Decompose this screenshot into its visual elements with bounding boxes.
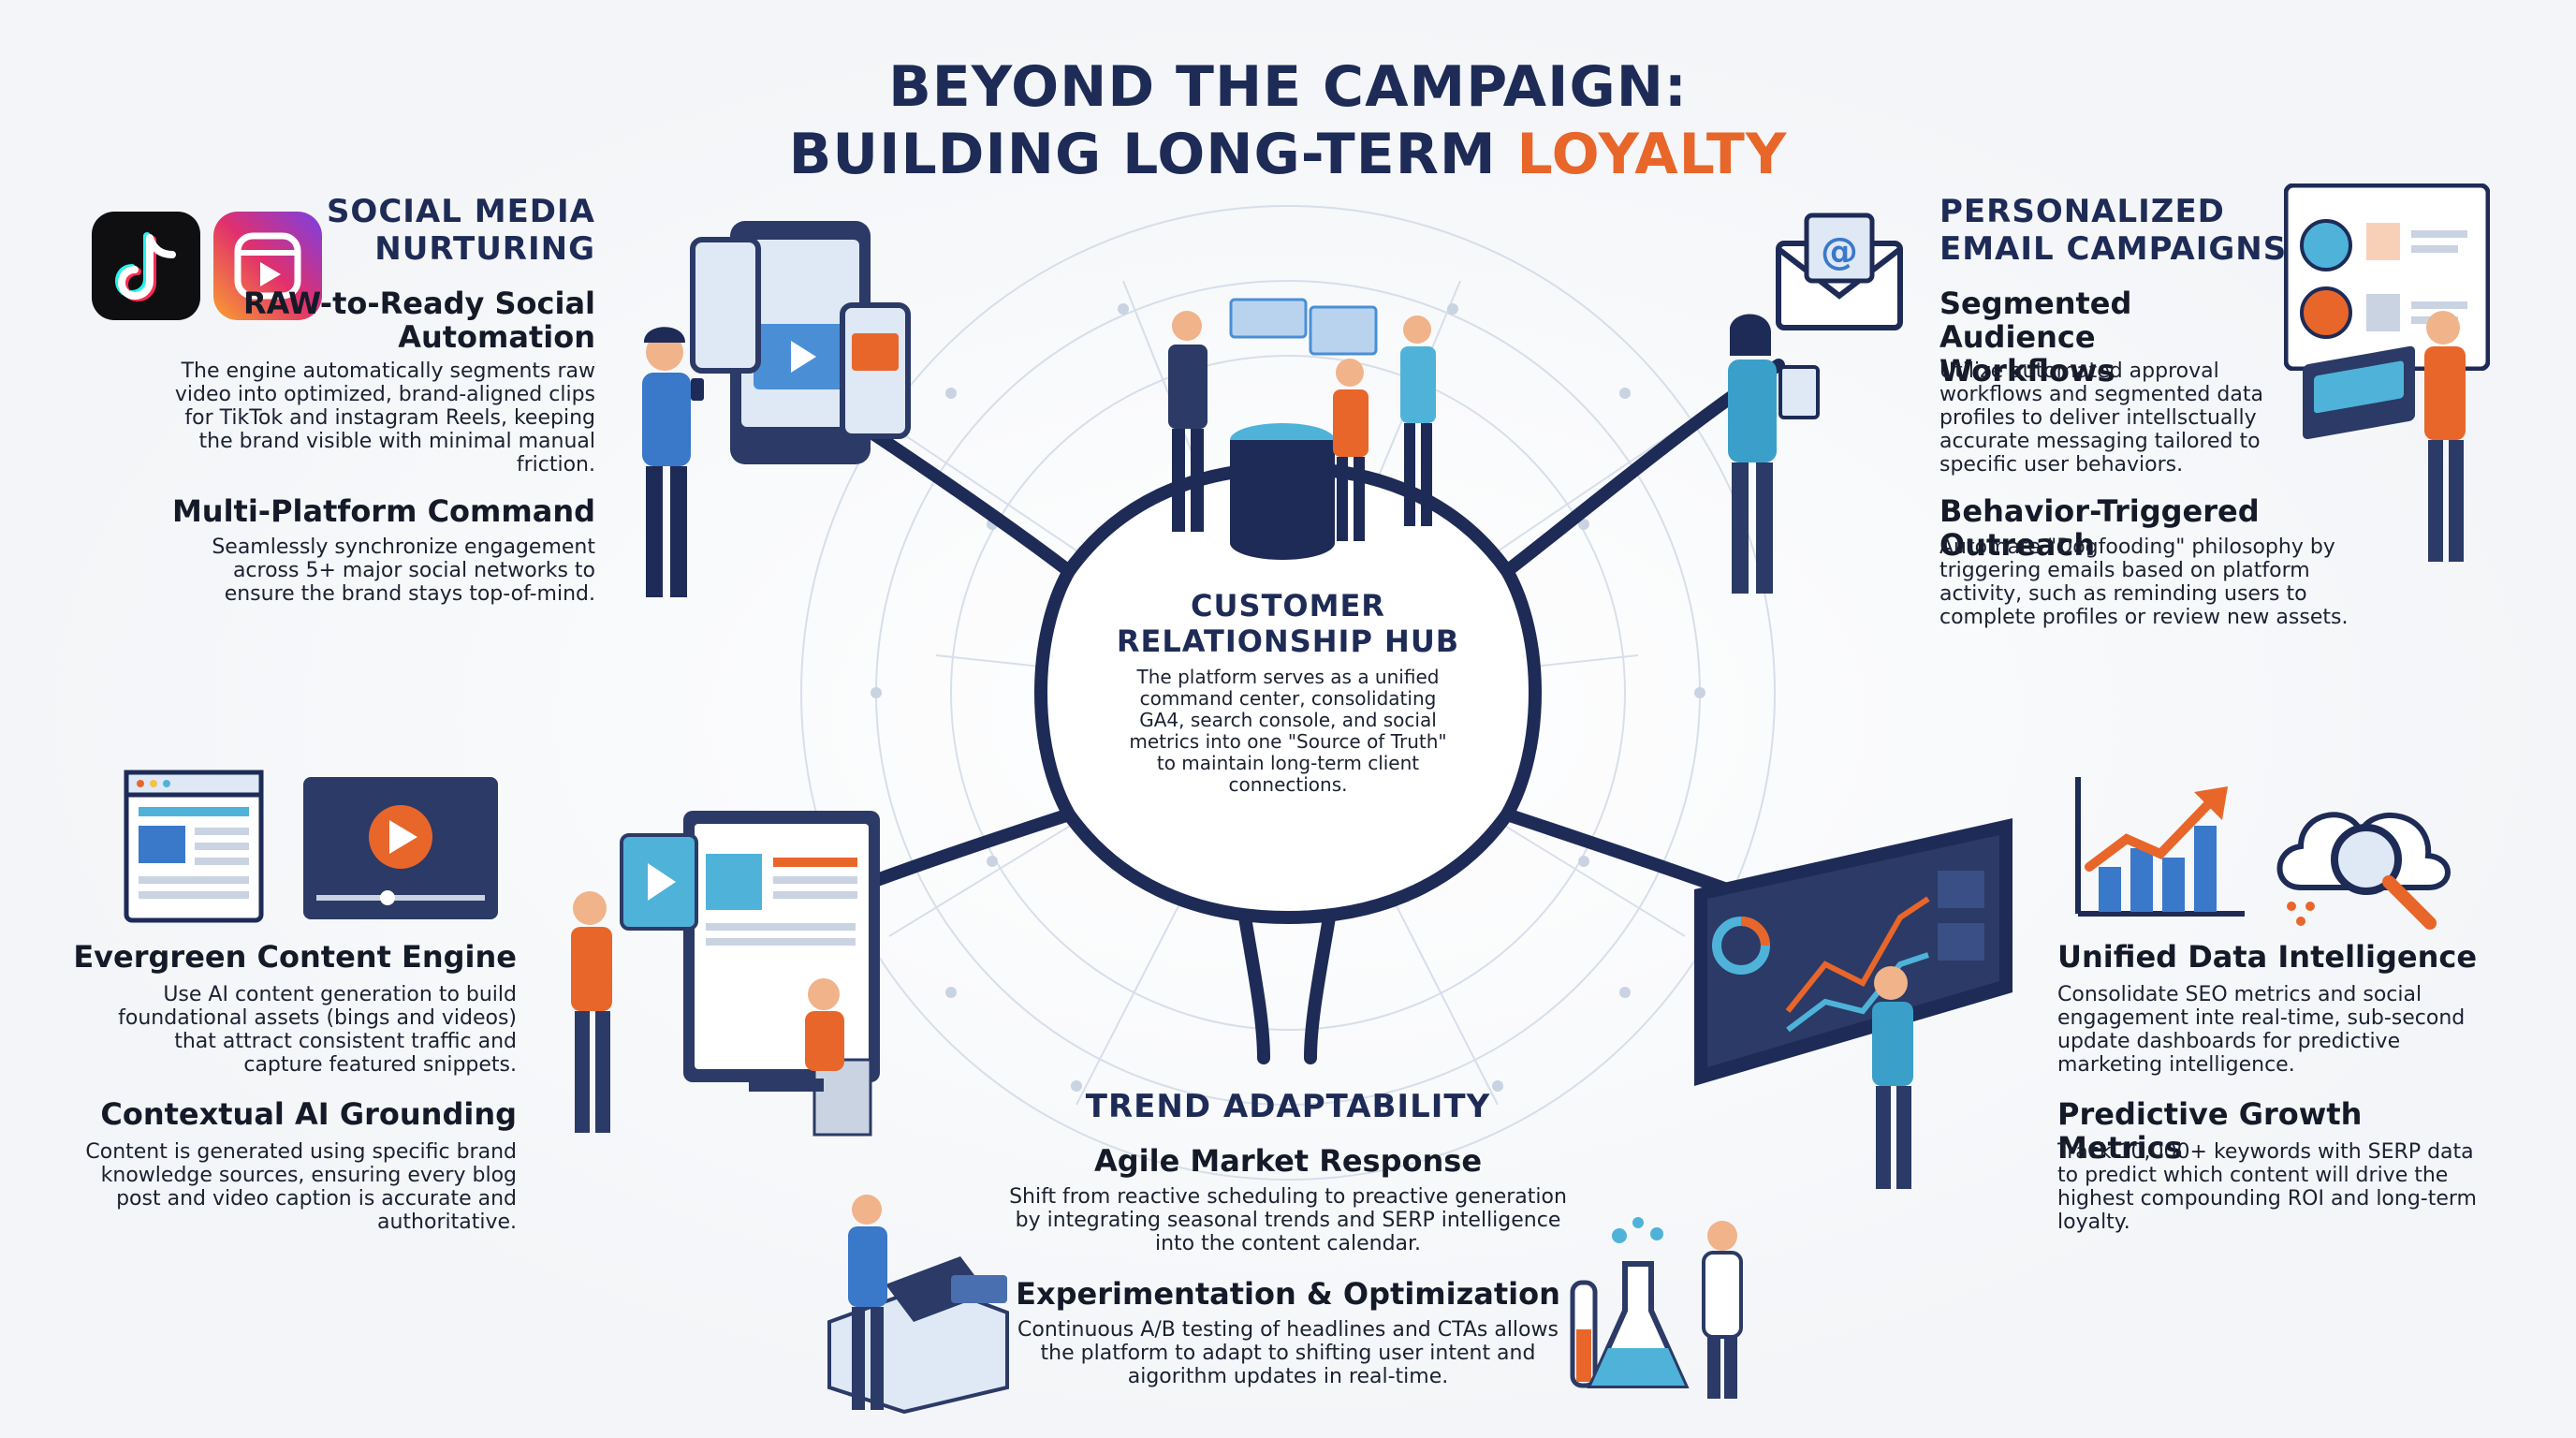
blog-article-icon <box>124 770 264 923</box>
data-sub2-body: Track 10,000+ keywords with SERP data to… <box>2057 1140 2477 1234</box>
data-sub1-body: Consolidate SEO metrics and social engag… <box>2057 983 2466 1077</box>
lab-flask-icon <box>1570 1217 1743 1399</box>
trend-sub2-title: Experimentation & Optimization <box>1016 1276 1560 1312</box>
tiktok-icon <box>92 212 200 320</box>
trend-heading: TREND ADAPTABILITY <box>1085 1088 1491 1125</box>
page-title-main: BUILDING LONG-TERM <box>788 122 1517 187</box>
email-envelope-icon: @ <box>1776 213 1903 330</box>
email-heading: PERSONALIZED EMAIL CAMPAIGNS <box>1939 193 2288 268</box>
social-sub1-title: RAW-to-Ready Social Automation <box>242 286 595 355</box>
content-sub1-body: Use AI content generation to build found… <box>118 983 517 1077</box>
trend-sub1-title: Agile Market Response <box>1093 1143 1483 1179</box>
social-sub2-title: Multi-Platform Command <box>171 493 595 529</box>
email-sub1-title: Segmented Audience Workflows <box>1939 286 2132 389</box>
social-video-illustration <box>642 221 911 597</box>
content-sub1-title: Evergreen Content Engine <box>73 939 517 975</box>
social-sub2-body: Seamlessly synchronize engagement across… <box>212 536 595 606</box>
page-title-line1: BEYOND THE CAMPAIGN: <box>888 54 1688 120</box>
social-heading: SOCIAL MEDIA NURTURING <box>326 193 595 268</box>
analytics-dashboard-illustration <box>1694 818 2012 1189</box>
hub-title: CUSTOMER RELATIONSHIP HUB <box>1116 588 1460 659</box>
data-sub2-title: Predictive Growth Metrics <box>2057 1096 2363 1166</box>
hub-team-illustration <box>1168 298 1436 560</box>
kiosk-operator-illustration <box>827 1195 1009 1415</box>
content-sub2-body: Content is generated using specific bran… <box>85 1140 517 1234</box>
control-panel-illustration <box>2303 311 2466 562</box>
video-player-icon <box>303 777 498 919</box>
content-sub2-title: Contextual AI Grounding <box>100 1096 517 1132</box>
hub-body: The platform serves as a unified command… <box>1129 666 1447 796</box>
growth-chart-icon <box>2075 777 2245 917</box>
page-title-accent: LOYALTY <box>1516 122 1788 187</box>
svg-text:@: @ <box>1821 230 1858 273</box>
email-sub1-body: Utilize automated approval workflows and… <box>1939 360 2263 477</box>
social-sub1-body: The engine automatically segments raw vi… <box>174 360 595 477</box>
cloud-search-icon <box>2276 812 2451 930</box>
trend-sub2-body: Continuous A/B testing of headlines and … <box>1017 1318 1559 1388</box>
email-sub2-title: Behavior-Triggered Outreach <box>1939 493 2260 563</box>
email-sub2-body: Automate "Dogfooding" philosophy by trig… <box>1939 536 2349 629</box>
instagram-reels-icon <box>213 212 322 320</box>
trend-sub1-body: Shift from reactive scheduling to preact… <box>1009 1185 1567 1255</box>
data-sub1-title: Unified Data Intelligence <box>2057 939 2478 975</box>
email-person-illustration <box>1728 314 1820 594</box>
content-creation-illustration <box>571 811 880 1137</box>
page-title-line2: BUILDING LONG-TERM LOYALTY <box>0 122 2576 187</box>
